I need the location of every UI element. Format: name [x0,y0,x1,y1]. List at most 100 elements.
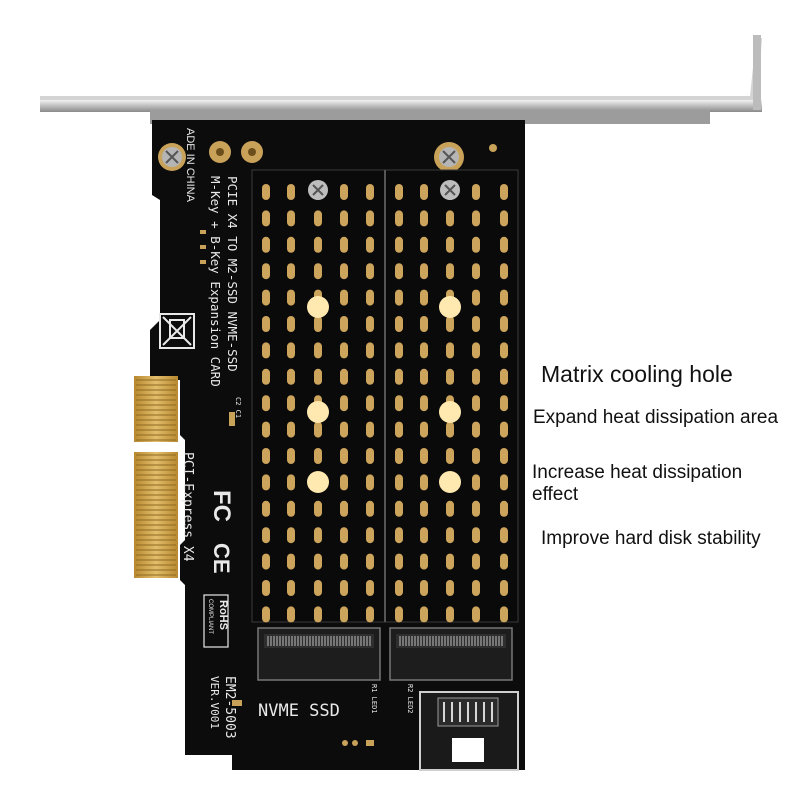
cooling-slot [472,368,480,385]
pcb-made-in: ADE IN CHINA [184,128,196,203]
cooling-slot [472,210,480,227]
cooling-slot [262,342,270,359]
cooling-slot [500,184,508,200]
cooling-slot [314,210,322,227]
weee-bin-icon [159,313,195,349]
cooling-slot [472,236,480,253]
cooling-slot [472,606,480,623]
cooling-slot [314,527,322,544]
cooling-slot [287,448,295,464]
plate-screw-1 [308,180,328,200]
cooling-slot [395,316,403,332]
cooling-slot [472,553,480,570]
cooling-slot [500,395,508,412]
cooling-slot [366,553,374,570]
cooling-slot [446,316,454,332]
cooling-slot [395,448,403,464]
cooling-slot [395,236,403,253]
plate-screw-2 [440,180,460,200]
cooling-slot [500,289,508,306]
cooling-slot [340,368,348,385]
cooling-slot [340,184,348,200]
cooling-slot [287,289,295,306]
ce-mark: CE [209,543,234,574]
cooling-slot [500,368,508,385]
cooling-slot [420,500,428,517]
cooling-slot [500,474,508,491]
cooling-slot [340,342,348,359]
cooling-slot [446,553,454,570]
cooling-slot [314,342,322,359]
cooling-slot [395,289,403,306]
cooling-slot [472,316,480,332]
screw-top-right [434,142,464,172]
screw-top-left [158,143,186,171]
cooling-slot [395,342,403,359]
cooling-slot [366,527,374,544]
feature-item-3: Improve hard disk stability [541,528,761,549]
cooling-slot [446,236,454,253]
cooling-slot [446,500,454,517]
cooling-slot [446,580,454,596]
cooling-slot [262,553,270,570]
cooling-slot [287,553,295,570]
cooling-slot [314,606,322,623]
cooling-slot [420,236,428,253]
cooling-slot [395,368,403,385]
cooling-slot [366,316,374,332]
cooling-slot [262,527,270,544]
cooling-slot [287,316,295,332]
cooling-slot [340,210,348,227]
cooling-slot [262,289,270,306]
cooling-slot [287,263,295,280]
cooling-slot [420,368,428,385]
cooling-holes [262,184,508,623]
pcb-interface-label: PCI-Express X4 [180,452,195,562]
cooling-slot [262,606,270,623]
cooling-slot [472,580,480,596]
cooling-slot [340,527,348,544]
sata-connector [419,691,519,771]
cooling-slot [472,527,480,544]
cooling-slot [262,316,270,332]
cooling-slot [287,236,295,253]
cooling-slot [340,395,348,412]
cooling-slot [366,236,374,253]
cooling-slot [262,421,270,438]
cooling-slot [287,421,295,438]
cooling-slot [287,184,295,200]
cooling-slot [262,210,270,227]
cooling-slot [262,500,270,517]
cooling-slot [420,184,428,200]
cooling-slot [446,448,454,464]
rohs-sub: COMPLIANT [207,599,213,634]
cooling-slot [366,289,374,306]
cooling-slot [500,263,508,280]
cooling-slot [395,606,403,623]
cooling-slot [314,500,322,517]
cooling-slot [366,184,374,200]
cooling-slot [500,606,508,623]
cooling-slot [500,210,508,227]
cooling-slot [420,527,428,544]
cooling-slot [287,606,295,623]
cooling-slot [366,580,374,596]
cooling-slot [366,342,374,359]
feature-item-1: Expand heat dissipation area [533,407,779,428]
cooling-slot [287,500,295,517]
cooling-slot [420,553,428,570]
pcb-cap-label: C2 C1 [234,397,242,418]
cooling-slot [287,527,295,544]
cooling-slot [472,500,480,517]
cooling-slot [446,527,454,544]
rohs-label: RoHS [217,600,229,630]
cooling-slot [366,263,374,280]
cooling-slot [340,316,348,332]
cooling-slot [366,421,374,438]
cooling-slot [314,553,322,570]
cooling-slot [262,236,270,253]
cooling-slot [420,210,428,227]
cooling-slot [314,580,322,596]
pcb-led1-label: R1 LED1 [370,684,378,714]
